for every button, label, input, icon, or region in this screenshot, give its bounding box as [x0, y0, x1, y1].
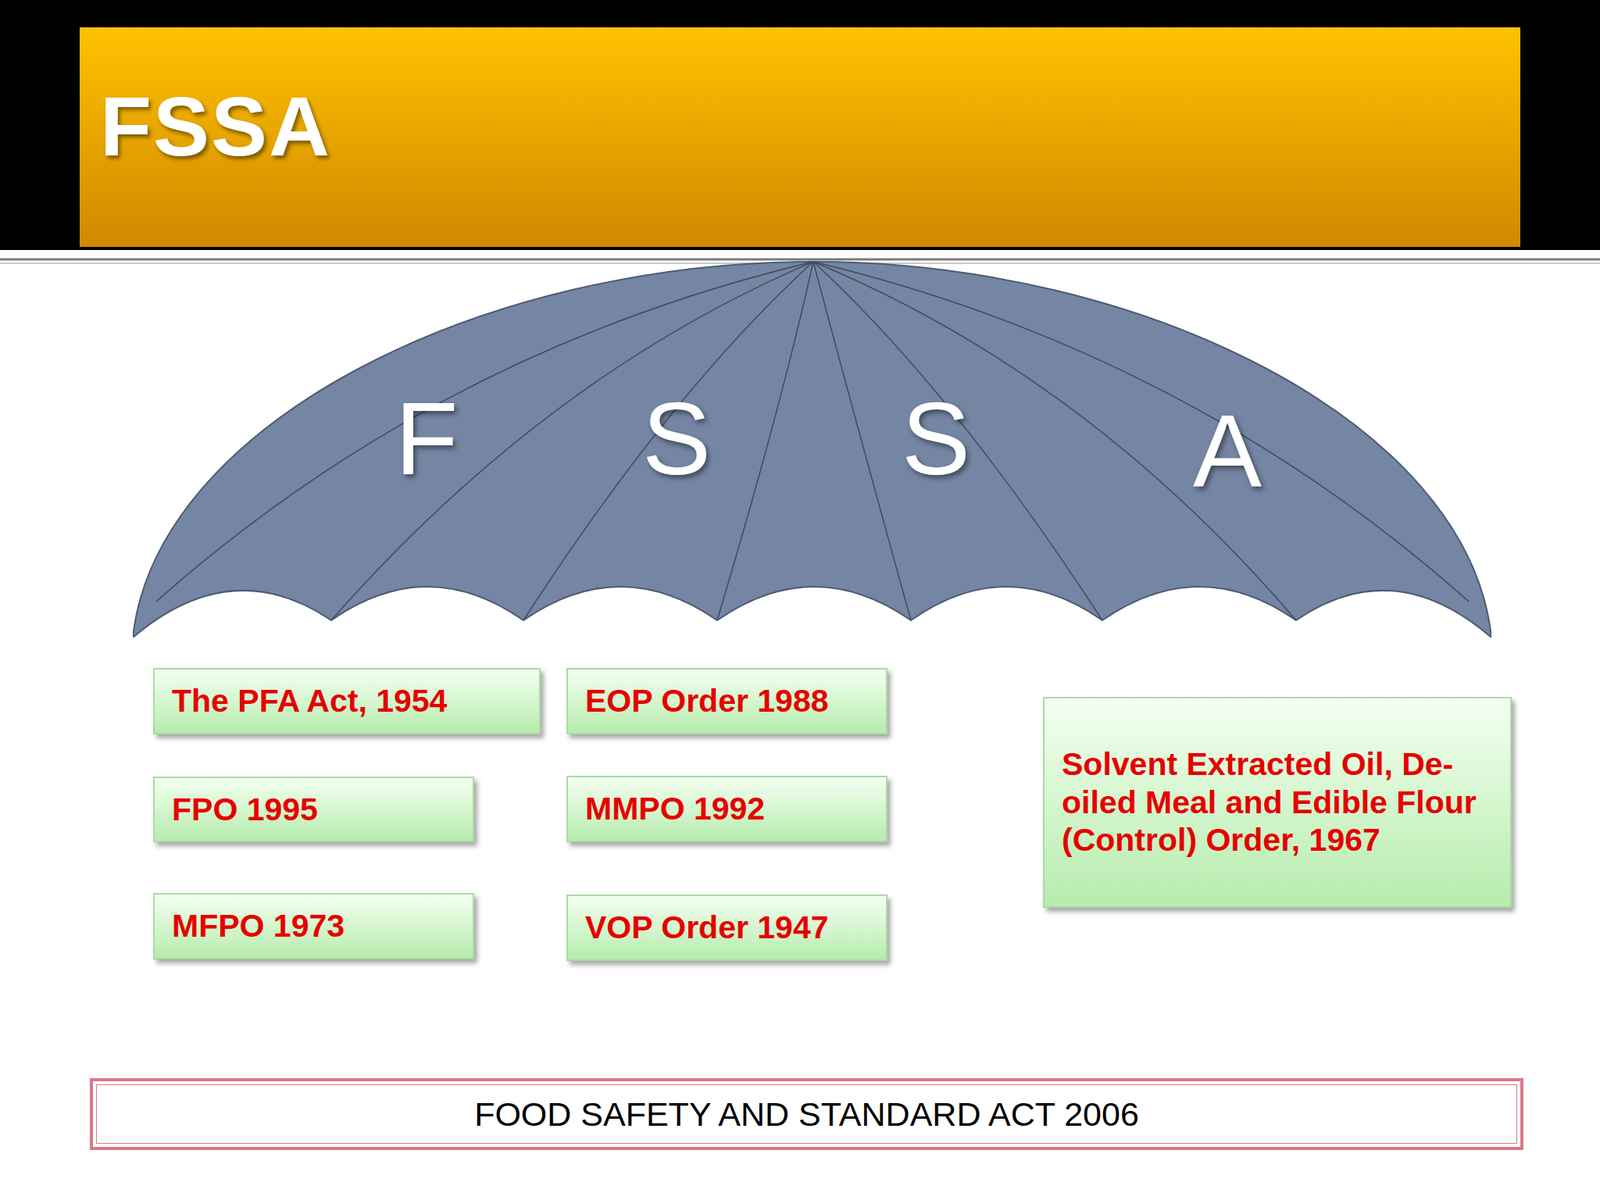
law-name: The PFA Act, 1954	[171, 682, 447, 720]
text-block: The PFA Act, 1954	[171, 682, 447, 720]
rule-line	[0, 258, 1600, 261]
umbrella-rib	[813, 261, 1469, 602]
law-box: The PFA Act, 1954	[153, 667, 541, 735]
umbrella-rib	[156, 261, 814, 602]
header-bar	[79, 27, 1521, 247]
umbrella-rib	[813, 261, 1297, 621]
text-block: EOP Order 1988	[585, 682, 829, 720]
law-name: VOP Order 1947	[585, 908, 829, 947]
umbrella-letter: A	[1192, 400, 1262, 504]
law-box: MMPO 1992	[566, 775, 888, 843]
canopy	[132, 261, 1492, 638]
text-block: MMPO 1992	[585, 789, 765, 828]
umbrella-letter: F	[395, 387, 459, 491]
text-block: Solvent Extracted Oil, De-oiled Meal and…	[1061, 745, 1493, 859]
text-block: FPO 1995	[171, 790, 318, 829]
law-name: EOP Order 1988	[585, 682, 829, 720]
law-box: MFPO 1973	[153, 892, 475, 960]
law-box: Solvent Extracted Oil, De-oiled Meal and…	[1042, 696, 1512, 908]
law-name: MMPO 1992	[585, 789, 765, 828]
umbrella-letter: S	[901, 387, 971, 491]
slide-title: FSSA	[100, 84, 332, 169]
law-name: MFPO 1973	[171, 907, 345, 945]
caption: FOOD SAFETY AND STANDARD ACT 2006	[474, 1095, 1140, 1134]
law-box: VOP Order 1947	[566, 894, 888, 961]
text-block: VOP Order 1947	[585, 908, 829, 947]
umbrella-rib	[813, 261, 911, 621]
law-name: FPO 1995	[171, 790, 318, 829]
umbrella-letter: S	[642, 387, 711, 491]
law-box: EOP Order 1988	[566, 667, 888, 735]
umbrella-shape	[132, 260, 1492, 638]
caption-box: FOOD SAFETY AND STANDARD ACT 2006	[89, 1078, 1524, 1150]
umbrella-rib	[523, 261, 814, 621]
umbrella-rib	[331, 261, 814, 621]
top-band	[0, 0, 1600, 250]
caption-frame: FOOD SAFETY AND STANDARD ACT 2006	[96, 1084, 1518, 1144]
umbrella-canopy: FSSA	[132, 260, 1492, 638]
umbrella-rib	[813, 261, 1103, 621]
law-box: FPO 1995	[153, 776, 475, 843]
umbrella-rib	[717, 261, 814, 621]
law-name: Solvent Extracted Oil, De-oiled Meal and…	[1061, 745, 1493, 859]
text-block: MFPO 1973	[171, 907, 345, 945]
